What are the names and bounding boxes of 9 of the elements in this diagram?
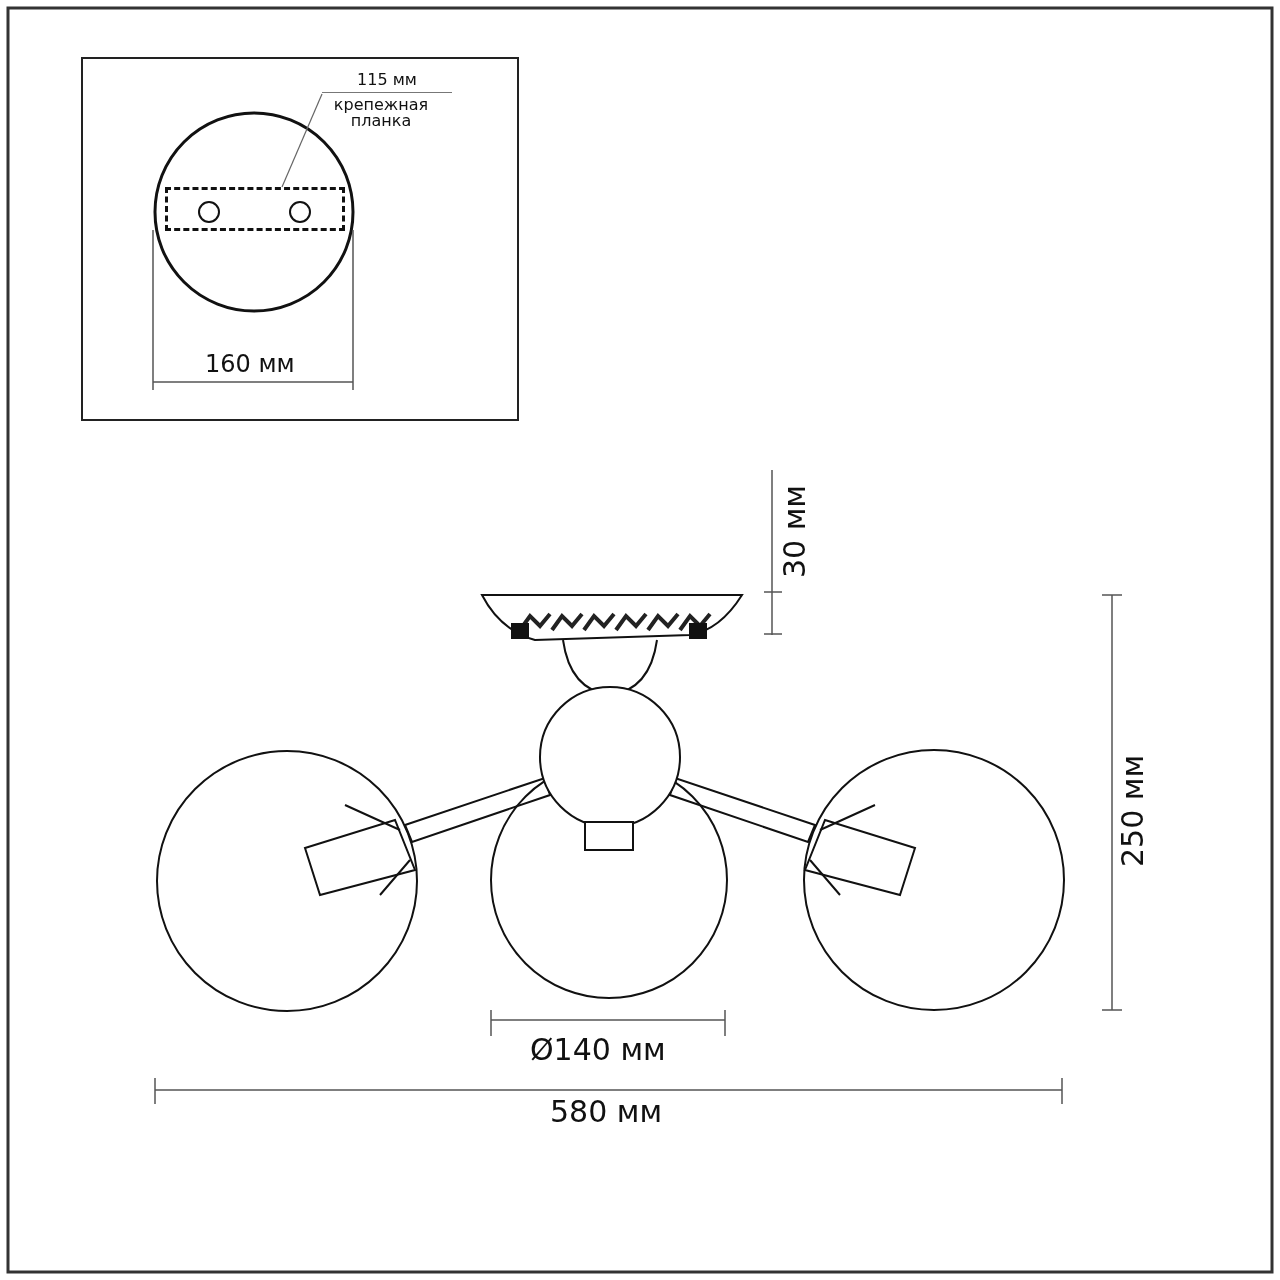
dimension-label: 160 мм xyxy=(205,352,295,376)
dimension-label: 580 мм xyxy=(550,1097,663,1127)
dimension-label: 115 мм xyxy=(322,72,452,93)
mounting-plate xyxy=(165,187,345,231)
dimension-label: 30 мм xyxy=(780,485,810,578)
dimension-label: 250 мм xyxy=(1118,754,1148,867)
leader-line xyxy=(281,93,323,188)
dimension-label: Ø140 мм xyxy=(530,1035,666,1065)
callout-text: крепежная планка xyxy=(332,97,430,129)
